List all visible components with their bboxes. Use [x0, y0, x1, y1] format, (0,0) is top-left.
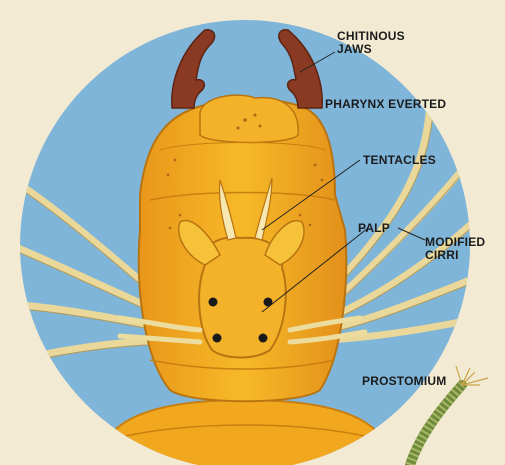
label-palp: PALP [358, 222, 390, 235]
label-prostomium: PROSTOMIUM [362, 375, 446, 388]
label-modified-cirri: MODIFIED CIRRI [425, 236, 485, 262]
pharynx [200, 95, 298, 142]
label-chitinous-jaws: CHITINOUS JAWS [337, 30, 405, 56]
label-modified-cirri-line2: CIRRI [425, 249, 485, 262]
label-chitinous-jaws-line2: JAWS [337, 43, 405, 56]
label-tentacles: TENTACLES [363, 154, 436, 167]
label-pharynx-everted: PHARYNX EVERTED [325, 98, 446, 111]
